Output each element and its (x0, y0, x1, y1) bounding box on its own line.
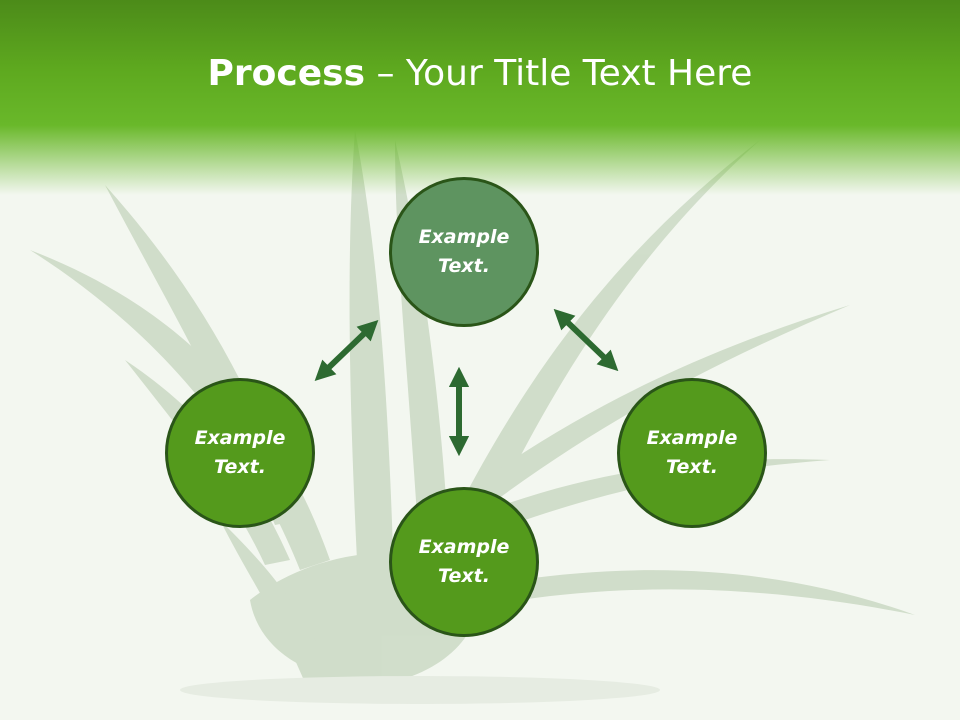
slide-title: Process – Your Title Text Here (0, 52, 960, 96)
double-arrow-top-right (553, 308, 619, 372)
title-banner (0, 0, 960, 195)
node-left-line2: Text. (214, 456, 266, 478)
node-right: Example Text. (617, 378, 767, 528)
node-right-line1: Example (646, 427, 738, 449)
double-arrow-top-left (314, 319, 379, 382)
title-rest-part: – Your Title Text Here (365, 53, 753, 94)
node-bottom-line2: Text. (438, 565, 490, 587)
title-bold-part: Process (207, 53, 366, 94)
node-bottom-line1: Example (418, 536, 510, 558)
node-bottom: Example Text. (389, 487, 539, 637)
node-left-line1: Example (194, 427, 286, 449)
node-top: Example Text. (389, 177, 539, 327)
node-right-line2: Text. (666, 456, 718, 478)
node-top-line2: Text. (438, 255, 490, 277)
node-left: Example Text. (165, 378, 315, 528)
node-top-line1: Example (418, 226, 510, 248)
